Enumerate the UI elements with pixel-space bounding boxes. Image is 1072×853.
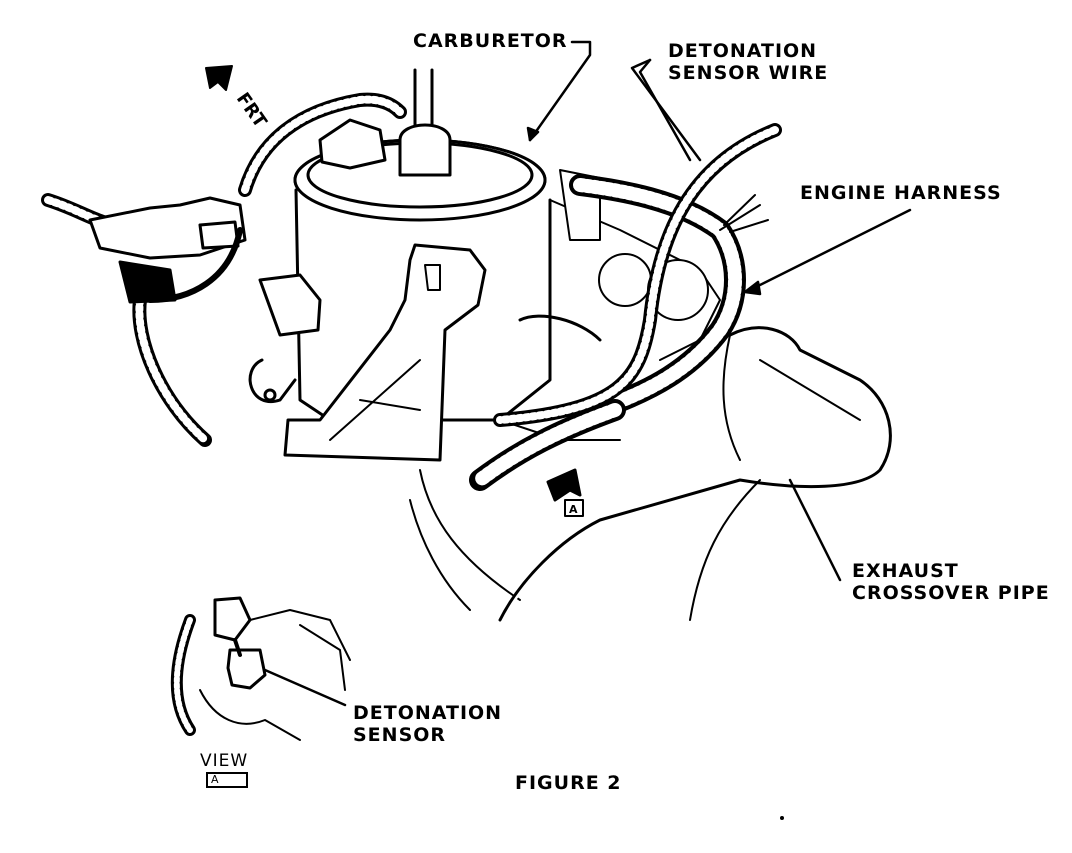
engine-harness-leader <box>748 208 912 292</box>
view-marker-text: A <box>569 503 578 516</box>
detonation-sensor-wire <box>469 123 782 491</box>
figure-caption: FIGURE 2 <box>515 772 622 794</box>
exhaust-leader <box>788 478 842 582</box>
engine-harness-label: ENGINE HARNESS <box>800 182 1002 204</box>
engine-harness <box>569 174 769 416</box>
carburetor-label: CARBURETOR <box>413 30 568 52</box>
sensor-wire-leader-2 <box>638 58 692 162</box>
front-arrow-icon <box>205 65 233 91</box>
detonation-sensor-label: DETONATION SENSOR <box>353 702 503 746</box>
view-a-box: A <box>206 772 249 788</box>
leader-lines <box>263 40 912 707</box>
upper-harness <box>238 92 407 197</box>
throttle-bracket <box>283 243 487 462</box>
view-a-arrow-icon: A <box>546 468 584 517</box>
carburetor-leader <box>528 40 592 142</box>
front-marker-text: FRT <box>232 89 271 132</box>
view-a-inset <box>170 596 351 741</box>
left-connector <box>88 196 247 304</box>
sensor-wire-leader-1 <box>630 58 702 162</box>
stray-mark <box>780 816 784 820</box>
exhaust-crossover-pipe <box>498 326 892 622</box>
sensor-leader <box>263 668 347 707</box>
exhaust-crossover-pipe-label: EXHAUST CROSSOVER PIPE <box>852 560 1050 604</box>
detonation-sensor-wire-label: DETONATION SENSOR WIRE <box>668 40 829 84</box>
